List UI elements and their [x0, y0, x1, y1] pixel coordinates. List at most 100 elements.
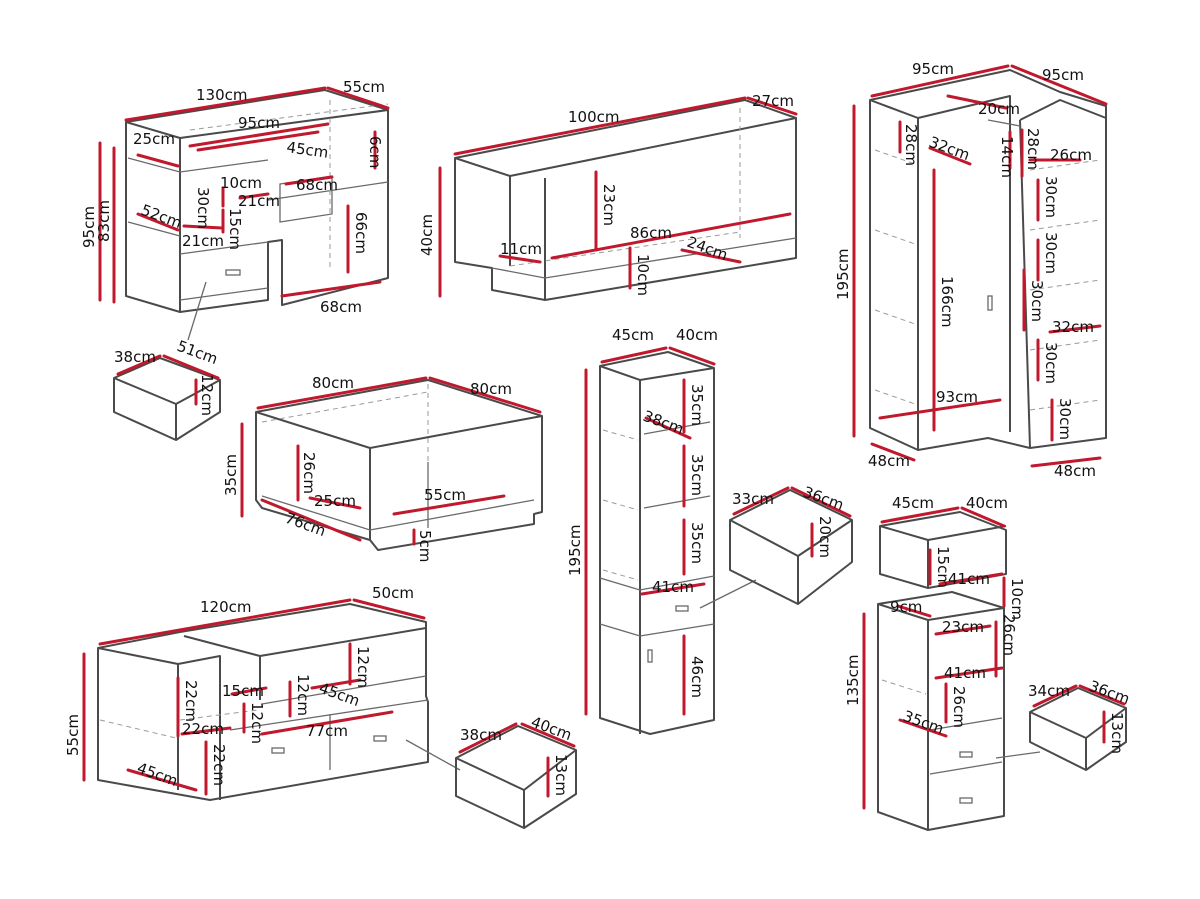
label: 32cm — [927, 133, 973, 164]
desk: 130cm 55cm 95cm 83cm 95cm 6cm 45cm 25cm … — [80, 78, 390, 341]
tall-shelf: 45cm 40cm 195cm 38cm 35cm 35cm 35cm 41cm… — [566, 326, 757, 735]
label: 26cm — [300, 452, 318, 494]
label: 26cm — [1050, 146, 1092, 164]
label: 28cm — [1024, 128, 1042, 170]
label: 10cm — [634, 254, 652, 296]
label: 10cm — [220, 174, 262, 192]
label: 166cm — [938, 276, 956, 328]
label: 45cm — [612, 326, 654, 344]
label: 6cm — [366, 136, 384, 168]
label: 12cm — [248, 702, 266, 744]
label: 120cm — [200, 598, 252, 616]
label: 15cm — [226, 208, 244, 250]
small-cabinet-drawer: 34cm 36cm 13cm — [1028, 677, 1133, 771]
label: 195cm — [834, 249, 852, 301]
label: 30cm — [194, 187, 212, 229]
label: 9cm — [890, 598, 922, 616]
label: 27cm — [752, 92, 794, 110]
label: 28cm — [902, 124, 920, 166]
label: 35cm — [688, 522, 706, 564]
label: 15cm — [934, 546, 952, 588]
label: 26cm — [950, 686, 968, 728]
label: 22cm — [182, 720, 224, 738]
label: 35cm — [688, 384, 706, 426]
label: 80cm — [312, 374, 354, 392]
label: 21cm — [182, 232, 224, 250]
label: 93cm — [936, 388, 978, 406]
label: 38cm — [460, 726, 502, 744]
label: 45cm — [135, 759, 181, 790]
label: 30cm — [1042, 232, 1060, 274]
label: 30cm — [1042, 342, 1060, 384]
label: 30cm — [1028, 280, 1046, 322]
label: 30cm — [1056, 398, 1074, 440]
desk-drawer: 38cm 51cm 12cm — [113, 337, 221, 441]
label: 76cm — [283, 509, 329, 540]
label: 48cm — [1054, 462, 1096, 480]
label: 55cm — [64, 714, 82, 756]
label: 48cm — [868, 452, 910, 470]
label: 68cm — [320, 298, 362, 316]
label: 80cm — [470, 380, 512, 398]
label: 40cm — [676, 326, 718, 344]
label: 66cm — [352, 212, 370, 254]
label: 40cm — [418, 214, 436, 256]
label: 95cm — [1042, 66, 1084, 84]
coffee-table: 80cm 80cm 35cm 26cm 25cm 55cm 76cm 5cm — [222, 374, 543, 562]
label: 36cm — [801, 483, 847, 514]
label: 13cm — [1108, 712, 1126, 754]
label: 41cm — [948, 570, 990, 588]
label: 35cm — [688, 454, 706, 496]
corner-wardrobe: 95cm 95cm 20cm 28cm 32cm 28cm 14cm 26cm … — [834, 60, 1108, 480]
label: 95cm — [912, 60, 954, 78]
label: 11cm — [500, 240, 542, 258]
tv-unit: 120cm 50cm 55cm 12cm 22cm 15cm 12cm 45cm… — [64, 584, 461, 801]
label: 22cm — [210, 744, 228, 786]
label: 55cm — [424, 486, 466, 504]
label: 95cm — [80, 206, 98, 248]
wall-shelf: 100cm 27cm 40cm 23cm 86cm 11cm 24cm 10cm — [418, 92, 798, 301]
label: 21cm — [238, 192, 280, 210]
label: 50cm — [372, 584, 414, 602]
label: 13cm — [552, 754, 570, 796]
label: 5cm — [416, 530, 434, 562]
label: 86cm — [630, 224, 672, 242]
label: 41cm — [652, 578, 694, 596]
label: 33cm — [732, 490, 774, 508]
label: 41cm — [944, 664, 986, 682]
label: 95cm — [238, 114, 280, 132]
label: 52cm — [139, 201, 185, 232]
dim-desk-depth — [326, 86, 390, 110]
label: 68cm — [296, 176, 338, 194]
label: 40cm — [966, 494, 1008, 512]
label: 55cm — [343, 78, 385, 96]
tv-unit-drawer: 38cm 40cm 13cm — [455, 713, 577, 829]
label: 46cm — [688, 656, 706, 698]
label: 34cm — [1028, 682, 1070, 700]
label: 20cm — [816, 516, 834, 558]
label: 135cm — [844, 655, 862, 707]
label: 22cm — [182, 680, 200, 722]
label: 12cm — [354, 646, 372, 688]
label: 26cm — [1000, 614, 1018, 656]
label: 30cm — [1042, 176, 1060, 218]
label: 12cm — [294, 674, 312, 716]
dim-shelf-width — [453, 96, 747, 156]
label: 35cm — [222, 454, 240, 496]
label: 77cm — [306, 722, 348, 740]
label: 36cm — [1087, 677, 1133, 708]
dim-desk-width — [124, 86, 327, 122]
label: 15cm — [222, 682, 264, 700]
label: 23cm — [942, 618, 984, 636]
label: 20cm — [978, 100, 1020, 118]
label: 25cm — [133, 130, 175, 148]
label: 35cm — [901, 707, 947, 738]
small-cabinet: 45cm 40cm 135cm 15cm 41cm 10cm 9cm 23cm … — [844, 494, 1041, 831]
label: 10cm — [1008, 578, 1026, 620]
label: 25cm — [314, 492, 356, 510]
label: 24cm — [685, 233, 731, 264]
label: 38cm — [114, 348, 156, 366]
label: 195cm — [566, 525, 584, 577]
label: 14cm — [998, 136, 1016, 178]
label: 83cm — [95, 200, 113, 242]
